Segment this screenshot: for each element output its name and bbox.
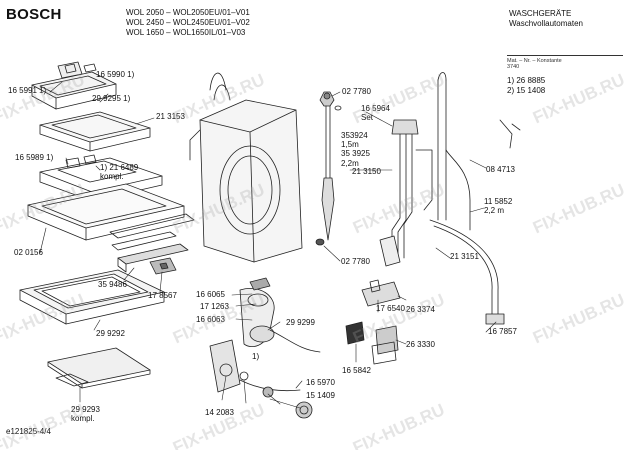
part-callout: 11 5852 2,2 m: [484, 197, 513, 216]
part-callout: 26 3374: [406, 305, 435, 314]
model-list: WOL 2050 – WOL2050EU/01–V01 WOL 2450 – W…: [126, 8, 250, 39]
part-callout: 17 1263: [200, 302, 229, 311]
part-callout: 16 6065: [196, 290, 225, 299]
part-callout: 02 0156: [14, 248, 43, 257]
machine-frame-part: [27, 183, 195, 251]
category-title: WASCHGERÄTE: [509, 9, 572, 18]
detergent-drawer-part: [31, 61, 117, 110]
part-callout: 16 5842: [342, 366, 371, 375]
part-callout: 21 3150: [352, 167, 381, 176]
constants-values: 1) 26 8885 2) 15 1408: [507, 76, 623, 96]
lid-part: [19, 269, 165, 325]
part-callout: 16 6063: [196, 315, 225, 324]
part-callout: 29 9295 1): [92, 94, 131, 103]
category-block: WASCHGERÄTE Waschvollautomaten: [509, 9, 583, 29]
model-line: WOL 2450 – WOL2450EU/01–V02: [126, 18, 250, 28]
drawer-housing-part: [39, 111, 151, 152]
part-callout: 21 3153: [156, 112, 185, 121]
part-callout: 16 7857: [488, 327, 517, 336]
leader-lines: [39, 71, 497, 409]
part-callout: 29 9292: [96, 329, 125, 338]
constants-header: Mat. – Nr. – Konstante: [507, 58, 562, 64]
part-callout: 17 8567: [148, 291, 177, 300]
part-callout: 1) 21 6489 kompl.: [100, 163, 139, 182]
part-callout: 1): [252, 352, 260, 361]
constant-value: 2) 15 1408: [507, 86, 546, 96]
document-id: e121825-4/4: [6, 427, 51, 436]
part-callout: 29 9293 kompl.: [71, 405, 100, 424]
drain-hose-part: [429, 119, 521, 325]
part-callout: 21 3151: [450, 252, 479, 261]
part-callout: 15 1409: [306, 391, 335, 400]
part-callout: 26 3330: [406, 340, 435, 349]
part-callout: 16 5991 1): [8, 86, 47, 95]
part-callout: 14 2083: [205, 408, 234, 417]
constants-code: 3740: [507, 64, 520, 71]
constant-value: 1) 26 8885: [507, 76, 546, 86]
constants-box: Mat. – Nr. – Konstante 3740 1) 26 8885 2…: [507, 55, 623, 96]
pump-assembly-part: [209, 277, 321, 419]
part-callout: 16 5990 1): [96, 70, 135, 79]
valve-block-part: [345, 279, 401, 365]
part-callout: 16 5964 Set: [361, 104, 390, 123]
part-callout: 16 5989 1): [15, 153, 54, 162]
brand-logo: BOSCH: [6, 6, 62, 23]
inlet-hose-part: [315, 91, 342, 246]
part-callout: 08 4713: [486, 165, 515, 174]
part-callout: 16 5970: [306, 378, 335, 387]
pressure-hose-part: [379, 72, 471, 267]
lock-part: [117, 243, 189, 275]
model-line: WOL 1650 – WOL1650IL/01–V03: [126, 28, 246, 38]
lid-panel-part: [47, 347, 151, 389]
model-line: WOL 2050 – WOL2050EU/01–V01: [126, 8, 250, 17]
part-callout: 02 7780: [341, 257, 370, 266]
drum-tub-part: [189, 72, 303, 263]
part-callout: 02 7780: [342, 87, 371, 96]
category-subtitle: Waschvollautomaten: [509, 19, 583, 28]
part-callout: 35 9486: [98, 280, 127, 289]
part-callout: 29 9299: [286, 318, 315, 327]
part-callout: 353924 1,5m 35 3925 2,2m: [341, 131, 370, 168]
part-callout: 17 6540: [376, 304, 405, 313]
